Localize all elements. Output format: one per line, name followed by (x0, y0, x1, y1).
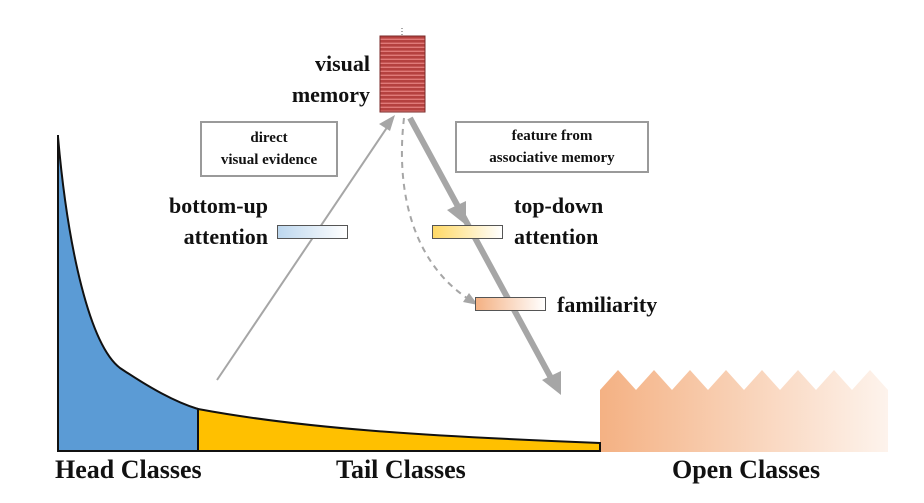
top-down-arrow (407, 116, 554, 380)
associative-memory-line2: associative memory (489, 150, 615, 166)
associative-memory-box: feature from associative memory (455, 121, 649, 173)
head-classes-label: Head Classes (55, 455, 202, 484)
top-down-arrowhead (542, 371, 561, 395)
direct-visual-evidence-line1: direct (250, 130, 288, 146)
familiarity-label: familiarity (557, 292, 658, 317)
open-classes-label: Open Classes (672, 455, 821, 484)
bottom-up-arrow (216, 125, 389, 381)
bottom-up-attention-label: bottom-up attention (150, 190, 268, 252)
tail-classes-region (197, 407, 601, 452)
direct-visual-evidence-box: direct visual evidence (200, 121, 338, 177)
top-down-label-line1: top-down (514, 193, 604, 218)
tail-classes-label: Tail Classes (336, 455, 466, 484)
familiarity-bar (475, 297, 546, 311)
visual-memory-label-line1: visual (314, 51, 370, 76)
bottom-up-attention-bar (277, 225, 348, 239)
familiarity-dashed-arrow (400, 117, 471, 301)
associative-memory-line1: feature from (511, 128, 593, 144)
open-classes-region (600, 370, 888, 452)
top-down-mid-arrowhead (447, 201, 466, 225)
visual-memory-label-line2: memory (291, 82, 370, 107)
top-down-attention-label: top-down attention (514, 190, 634, 252)
top-down-label-line2: attention (514, 224, 599, 249)
top-down-attention-bar (432, 225, 503, 239)
head-classes-region (57, 136, 199, 452)
bottom-up-label-line2: attention (183, 224, 268, 249)
bottom-up-arrowhead (379, 115, 395, 131)
bottom-up-label-line1: bottom-up (168, 193, 268, 218)
direct-visual-evidence-line2: visual evidence (220, 152, 318, 168)
visual-memory-stack (379, 35, 426, 113)
familiarity-arrowhead (463, 293, 478, 305)
visual-memory-label: visual memory (280, 48, 370, 110)
